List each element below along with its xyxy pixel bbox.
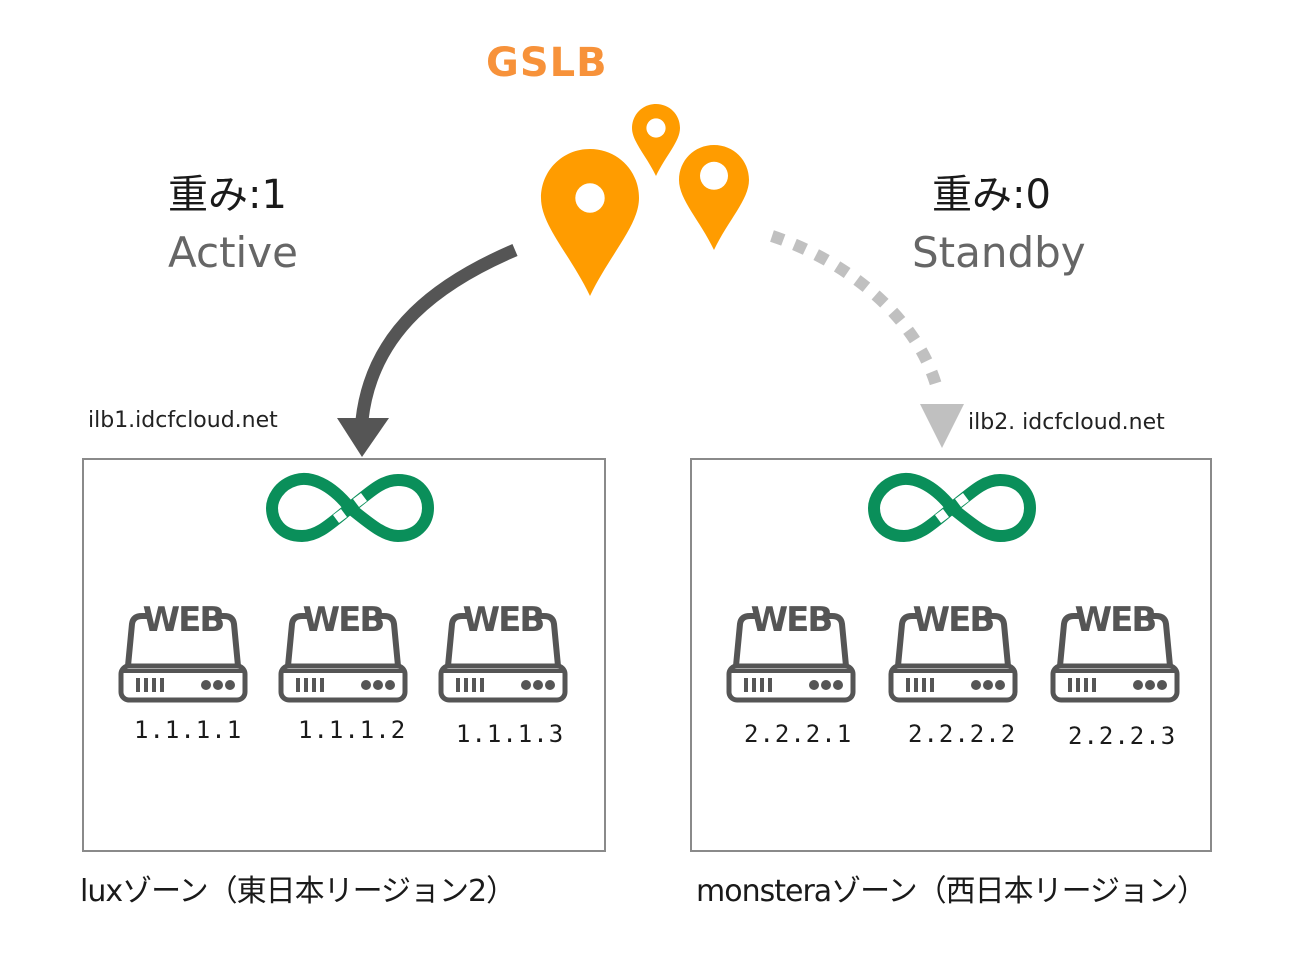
location-pin-icon-small [632,104,680,176]
active-route-arrow [337,244,518,457]
web-server-icon [729,600,853,700]
web-server-icon [891,600,1015,700]
status-label-standby: Standby [912,228,1086,277]
zone-label-lux: luxゾーン（東日本リージョン2） [80,874,516,909]
hostname-lux: ilb1.idcfcloud.net [88,408,278,433]
zone-label-monstera: monsteraゾーン（西日本リージョン） [696,874,1207,909]
hostname-monstera: ilb2. idcfcloud.net [968,410,1165,435]
zone-box-monstera [690,458,1212,852]
server-ip: 1.1.1.2 [298,716,407,744]
weight-label-active: 重み:1 [168,172,287,218]
weight-label-standby: 重み:0 [932,172,1051,218]
web-server-icon [281,600,405,700]
load-balancer-infinity-icon-monstera [874,479,1030,536]
server-ip: 1.1.1.1 [134,716,243,744]
location-pin-icon-medium [679,145,749,250]
gslb-title: GSLB [486,40,608,86]
server-ip: 2.2.2.1 [744,720,853,748]
server-ip: 2.2.2.2 [908,720,1017,748]
web-server-icon [1053,600,1177,700]
standby-route-arrow [770,230,964,448]
server-ip: 2.2.2.3 [1068,722,1177,750]
zone-box-lux [82,458,606,852]
server-ip: 1.1.1.3 [456,720,565,748]
web-server-icon [441,600,565,700]
load-balancer-infinity-icon-lux [272,479,428,536]
web-server-icon [121,600,245,700]
status-label-active: Active [168,228,298,277]
location-pin-icon-large [541,149,639,296]
